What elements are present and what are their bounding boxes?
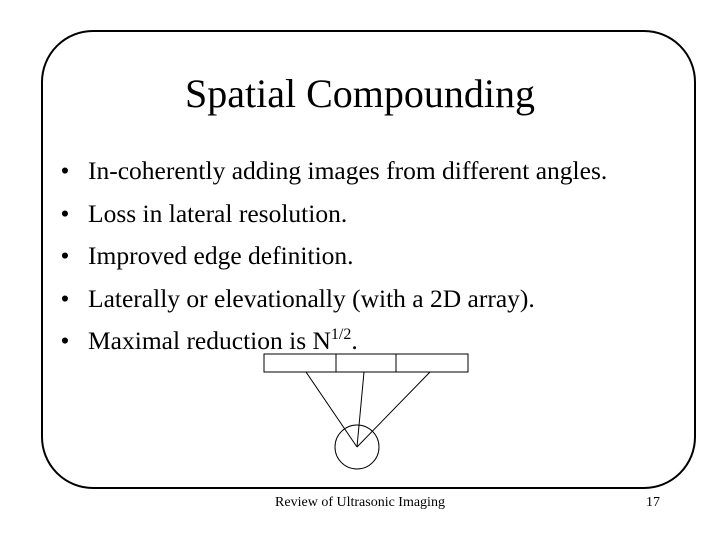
bullet-dot: •	[60, 283, 70, 313]
bullet-superscript: 1/2	[330, 325, 352, 343]
beam-line-right	[356, 371, 431, 448]
beam-line-left	[305, 371, 358, 448]
bullet-dot: •	[60, 326, 70, 355]
bullet-text: Maximal reduction is N1/2.	[88, 320, 358, 362]
page-number: 17	[646, 495, 660, 510]
bullet-dot: •	[60, 198, 70, 228]
slide-frame	[41, 30, 696, 489]
bullet-text: Loss in lateral resolution.	[88, 198, 348, 228]
transducer-array	[263, 353, 469, 373]
bullet-text: In-coherently adding images from differe…	[88, 156, 608, 185]
footer-title: Review of Ultrasonic Imaging	[275, 495, 445, 510]
bullet-text: Laterally or elevationally (with a 2D ar…	[88, 283, 535, 313]
target-circle	[334, 424, 380, 470]
beam-line-center	[356, 371, 365, 448]
slide-title: Spatial Compounding	[185, 71, 535, 116]
bullet-dot: •	[60, 241, 70, 270]
bullet-text-main: Maximal reduction is N	[88, 326, 331, 355]
bullet-text-suffix: .	[351, 326, 358, 355]
bullet-dot: •	[60, 156, 70, 185]
bullet-text: Improved edge definition.	[88, 241, 354, 270]
